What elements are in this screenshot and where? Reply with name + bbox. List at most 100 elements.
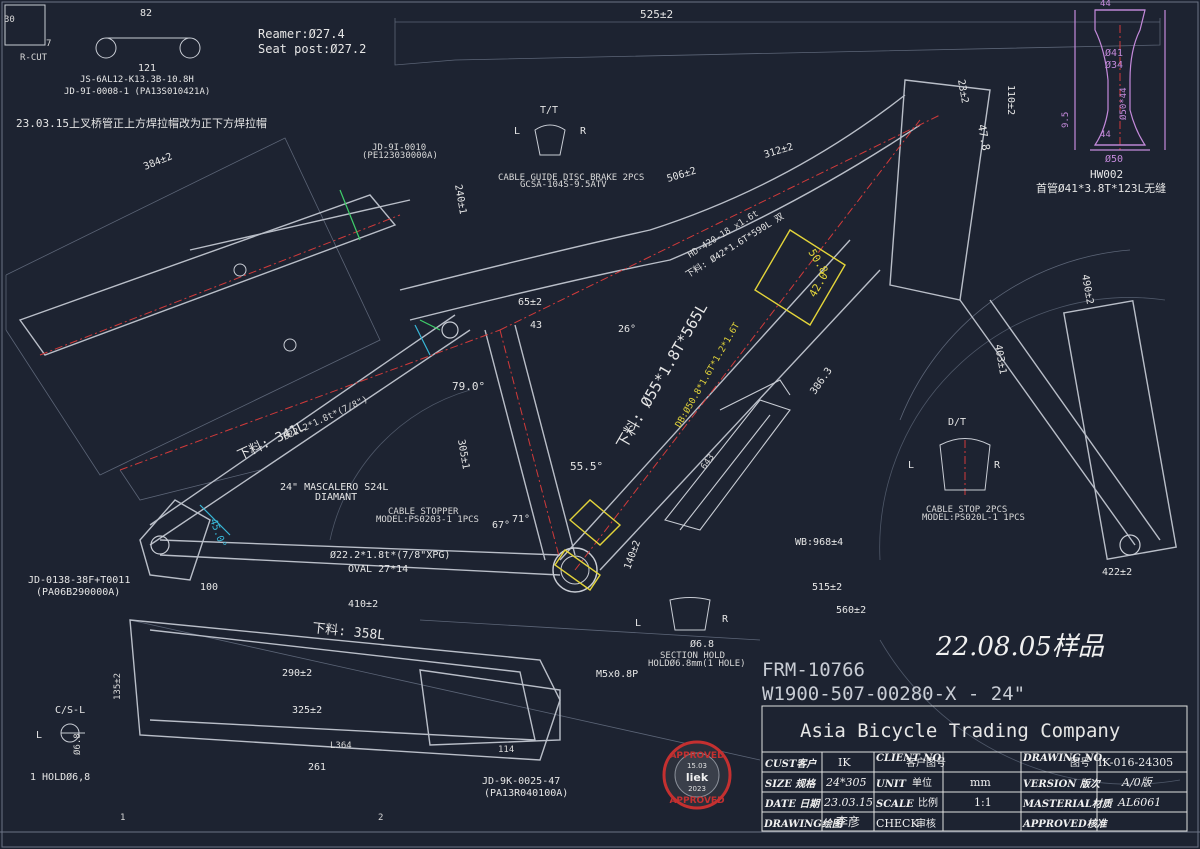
stamp-logo: liek xyxy=(686,771,709,784)
letter-l3: L xyxy=(635,618,641,629)
dim-312: 312±2 xyxy=(763,142,795,161)
dim-515: 515±2 xyxy=(812,582,842,593)
company-name: Asia Bicycle Trading Company xyxy=(800,720,1120,742)
reamer-note: Reamer:Ø27.4 xyxy=(258,27,345,41)
letter-l2: L xyxy=(908,460,914,471)
dim-47-8: 47.8 xyxy=(975,123,992,151)
dim-7: 7 xyxy=(46,39,51,49)
hw002-label: HW002 xyxy=(1090,168,1123,181)
letter-r3: R xyxy=(722,614,729,625)
unit-label: UNIT xyxy=(876,779,908,790)
m5-thread-label: M5x0.8P xyxy=(596,669,638,680)
drawing-no-value: IK-016-24305 xyxy=(1098,756,1173,769)
dim-560: 560±2 xyxy=(836,605,866,616)
cable-stopper-label: CABLE STOPPER xyxy=(388,507,459,517)
check-label: CHECK xyxy=(876,817,919,830)
dim-325: 325±2 xyxy=(292,705,322,716)
wheel-label: 24" MASCALERO S24L xyxy=(280,482,388,493)
scale-value: 1:1 xyxy=(974,796,992,809)
angle-79: 79.0° xyxy=(452,380,485,393)
dia-6-8-section: Ø6.8 xyxy=(690,638,714,650)
dt-label: D/T xyxy=(948,417,966,428)
size-value: 24*305 xyxy=(825,776,867,789)
angle-26: 26° xyxy=(618,324,636,335)
wheelbase-dim: WB:968±4 xyxy=(795,537,843,548)
dim-9-5: 9.5 xyxy=(1061,112,1071,128)
part-jd910-label: JD-9I-0010 xyxy=(372,143,426,153)
date-value: 23.03.15 xyxy=(823,796,873,809)
bottle-cage xyxy=(664,379,791,531)
dim-422: 422±2 xyxy=(1102,567,1132,578)
head-tube-detail xyxy=(1074,9,1166,151)
dim-490: 490±2 xyxy=(1079,274,1095,306)
cust-label: CUST客户 xyxy=(765,758,817,770)
down-tube-label: 下料: Ø55*1.8T*565L xyxy=(613,300,711,452)
approved-stamp: APPROVED 15.03 liek 2023 APPROVED xyxy=(662,740,732,810)
dim-403: 403±1 xyxy=(992,344,1008,376)
cable-guide-details xyxy=(4,4,991,743)
part-number: W1900-507-00280-X - 24" xyxy=(762,683,1025,705)
part-jd91-label: JD-9I-0008-1 (PA13S010421A) xyxy=(64,87,210,97)
part-jd910-code: (PE123030000A) xyxy=(362,151,438,161)
cable-stop-label: CABLE STOP 2PCS xyxy=(926,505,1007,515)
angle-marks xyxy=(339,189,441,331)
bottom-bracket xyxy=(552,547,598,593)
letter-r2: R xyxy=(994,460,1001,471)
jd0138-code: (PA06B290000A) xyxy=(36,587,120,598)
unit-cn: 单位 xyxy=(912,776,932,789)
dim-240: 240±1 xyxy=(452,184,468,216)
head-tube-label: 首管Ø41*3.8T*123L无缝 xyxy=(1036,181,1166,195)
frame-code: FRM-10766 xyxy=(762,659,865,681)
angle-55-5: 55.5° xyxy=(570,460,603,473)
oval-label: OVAL 27*14 xyxy=(348,564,408,575)
dim-110: 110±2 xyxy=(1005,85,1016,115)
letter-r1: R xyxy=(580,126,587,137)
stamp-year: 2023 xyxy=(688,785,706,793)
stamp-text-bottom: APPROVED xyxy=(669,796,724,806)
tt-label: T/T xyxy=(540,105,558,116)
cust-value: IK xyxy=(838,756,851,769)
dim-525: 525±2 xyxy=(640,8,673,21)
client-no-cn: 客户图号 xyxy=(906,756,946,769)
dim-30: 30 xyxy=(4,15,15,25)
dim-100: 100 xyxy=(200,582,218,593)
version-label: VERSION 版次 xyxy=(1023,778,1102,790)
cable-guide-label: CABLE GUIDE DISC BRAKE 2PCS xyxy=(498,173,644,183)
dim-135: 135±2 xyxy=(113,673,123,700)
dim-410: 410±2 xyxy=(348,599,378,610)
dim-140: 140±2 xyxy=(622,539,643,571)
cs-l-label: C/S-L xyxy=(55,705,85,716)
dim-43: 43 xyxy=(530,320,542,331)
dim-23: 23±2 xyxy=(955,79,970,105)
dia-6-8-left: Ø6.8 xyxy=(72,733,83,755)
version-value: A/0版 xyxy=(1121,776,1154,789)
dim-305: 305±1 xyxy=(455,439,471,471)
drawing-by-value: 李彦 xyxy=(836,814,860,829)
letter-l4: L xyxy=(36,730,42,741)
cable-stopper-model: MODEL:PS0203-1 1PCS xyxy=(376,515,479,525)
cable-guide-model: GCSA-104S-9.5ATV xyxy=(520,180,607,190)
dim-44-bottom: 44 xyxy=(1100,130,1111,140)
angle-67: 67° xyxy=(492,520,510,531)
dim-65: 65±2 xyxy=(518,297,542,308)
drawing-no-cn: 图号 xyxy=(1070,757,1090,769)
date-label: DATE 日期 xyxy=(764,798,821,810)
cable-stop-model: MODEL:PS020L-1 1PCS xyxy=(922,513,1025,523)
dim-82: 82 xyxy=(140,8,152,19)
dim-290: 290±2 xyxy=(282,668,312,679)
letter-l1: L xyxy=(514,126,520,137)
sample-date: 22.08.05样品 xyxy=(935,632,1105,662)
section-hold-label: SECTION HOLD xyxy=(660,651,725,661)
dim-643: 643 xyxy=(699,453,717,472)
approved-label: APPROVED核准 xyxy=(1022,818,1109,830)
wheel-label-2: DIAMANT xyxy=(315,492,357,503)
center-lines xyxy=(39,25,1121,571)
change-note: 23.03.15上叉桥管正上方焊拉帽改为正下方焊拉帽 xyxy=(16,116,267,130)
jd0138-label: JD-0138-38F+T0011 xyxy=(28,575,130,586)
part-js-label: JS-6AL12-K13.3B-10.8H xyxy=(80,75,194,85)
section-hold-detail: HOLDØ6.8mm(1 HOLE) xyxy=(648,658,746,669)
check-cn: 审核 xyxy=(916,817,936,830)
stamp-date: 15.03 xyxy=(687,762,707,770)
